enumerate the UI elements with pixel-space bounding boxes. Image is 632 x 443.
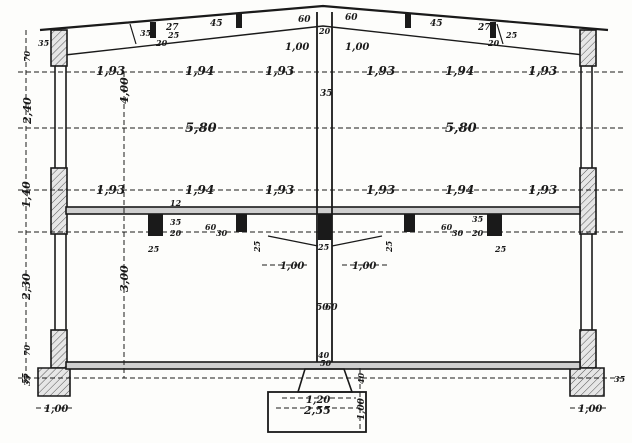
right-wall	[569, 29, 605, 397]
middle-bay-dim: 1,93	[96, 183, 125, 197]
column-center-dim: 35	[320, 89, 333, 99]
column-center-dim: 50	[316, 303, 329, 313]
column-dim: 25	[494, 244, 507, 254]
inner-height-dim: 3,00	[118, 265, 131, 292]
roof-small-dim: 35	[140, 28, 152, 38]
column-dim: 12	[170, 198, 182, 208]
column-dim: 35	[170, 217, 182, 227]
wall-footing-dim: 35	[614, 374, 626, 384]
column-center-dim: 40	[318, 350, 330, 360]
column-dim: 25	[147, 244, 160, 254]
footing-dims: 1,20 2,55 1,00 40 1,00 1,00 55 35	[20, 372, 626, 420]
left-wall	[37, 29, 71, 397]
upper-bay-dim: 1,93	[96, 64, 125, 78]
height-dims: 35 2,40 70 1,40 2,30 70 35 4,00 3,00	[20, 38, 131, 386]
roof-small-dim: 20	[155, 38, 168, 48]
half-span-dims: 5,80 5,80	[185, 121, 477, 136]
height-dim: 70	[22, 50, 32, 62]
haunch-dim: 1,00	[280, 261, 304, 272]
roof-dim: 20	[318, 26, 331, 36]
column-dim: 25	[317, 242, 330, 252]
roof-dim: 27	[165, 23, 179, 33]
wall-footing-dim: 1,00	[44, 404, 68, 415]
footing-dim: 1,20	[306, 395, 330, 406]
upper-bay-dim: 1,94	[445, 64, 474, 78]
roof-small-dim: 20	[487, 38, 500, 48]
height-dim: 70	[22, 344, 32, 356]
roof-run-dim: 1,00	[285, 42, 309, 53]
roof	[39, 4, 609, 57]
haunch-dim: 25	[252, 240, 262, 253]
middle-bay-dim: 1,93	[366, 183, 395, 197]
column-dim: 30	[452, 228, 464, 238]
roof-dim: 60	[345, 13, 358, 23]
ground-floor	[65, 361, 581, 433]
height-dim: 2,30	[20, 273, 33, 301]
footing-dim: 1,00	[357, 397, 367, 420]
height-dim: 1,40	[20, 181, 33, 208]
middle-bay-dim: 1,93	[528, 183, 557, 197]
roof-dim: 45	[210, 19, 223, 29]
column-dims: 35 25 20 60 30 12 35 20 60 30 25 25	[147, 198, 507, 254]
column-dim: 60	[205, 222, 217, 232]
middle-bay-dim: 1,94	[445, 183, 474, 197]
half-span-dim: 5,80	[185, 121, 217, 136]
haunch-dims: 1,00 1,00 25 25	[252, 240, 394, 272]
height-dim: 2,40	[21, 97, 34, 125]
upper-bay-dim: 1,93	[528, 64, 557, 78]
roof-dim: 27	[477, 23, 491, 33]
footing-dim: 2,55	[303, 404, 331, 417]
roof-small-dim: 25	[167, 30, 180, 40]
haunch-dim: 1,00	[352, 261, 376, 272]
middle-bay-dim: 1,93	[265, 183, 294, 197]
middle-bay-dim: 1,94	[185, 183, 214, 197]
upper-bay-dim: 1,93	[366, 64, 395, 78]
inner-height-dim: 4,00	[118, 77, 131, 104]
column-center-dim: 50	[320, 358, 332, 368]
wall-footing-dim: 1,00	[578, 404, 602, 415]
roof-dim: 45	[430, 19, 443, 29]
column-dim: 20	[169, 228, 182, 238]
footing-dim: 40	[356, 372, 366, 384]
column-dim: 30	[216, 228, 228, 238]
roof-small-dim: 25	[505, 30, 518, 40]
height-dim: 35	[22, 374, 32, 386]
column-dim: 35	[472, 214, 484, 224]
upper-bay-dims: 1,93 1,94 1,93 1,93 1,94 1,93	[96, 64, 557, 78]
half-span-dim: 5,80	[445, 121, 477, 136]
column-dim: 60	[441, 222, 453, 232]
height-dim: 35	[38, 38, 50, 48]
floor-slab	[65, 206, 581, 247]
roof-run-dim: 1,00	[345, 42, 369, 53]
central-column-dims: 35 50 40 60 50	[316, 89, 338, 368]
middle-bay-dims: 1,93 1,94 1,93 1,93 1,94 1,93	[96, 183, 557, 197]
column-center-dim: 60	[325, 303, 338, 313]
dimension-lines	[18, 30, 625, 432]
upper-bay-dim: 1,94	[185, 64, 214, 78]
roof-dims: 60 60 45 45 27 27 20 35 20 25 20 25 1,00…	[140, 13, 518, 53]
column-dim: 20	[471, 228, 484, 238]
roof-dim: 60	[298, 15, 311, 25]
haunch-dim: 25	[384, 240, 394, 253]
wall-footing-dim: 55	[20, 372, 30, 384]
upper-bay-dim: 1,93	[265, 64, 294, 78]
